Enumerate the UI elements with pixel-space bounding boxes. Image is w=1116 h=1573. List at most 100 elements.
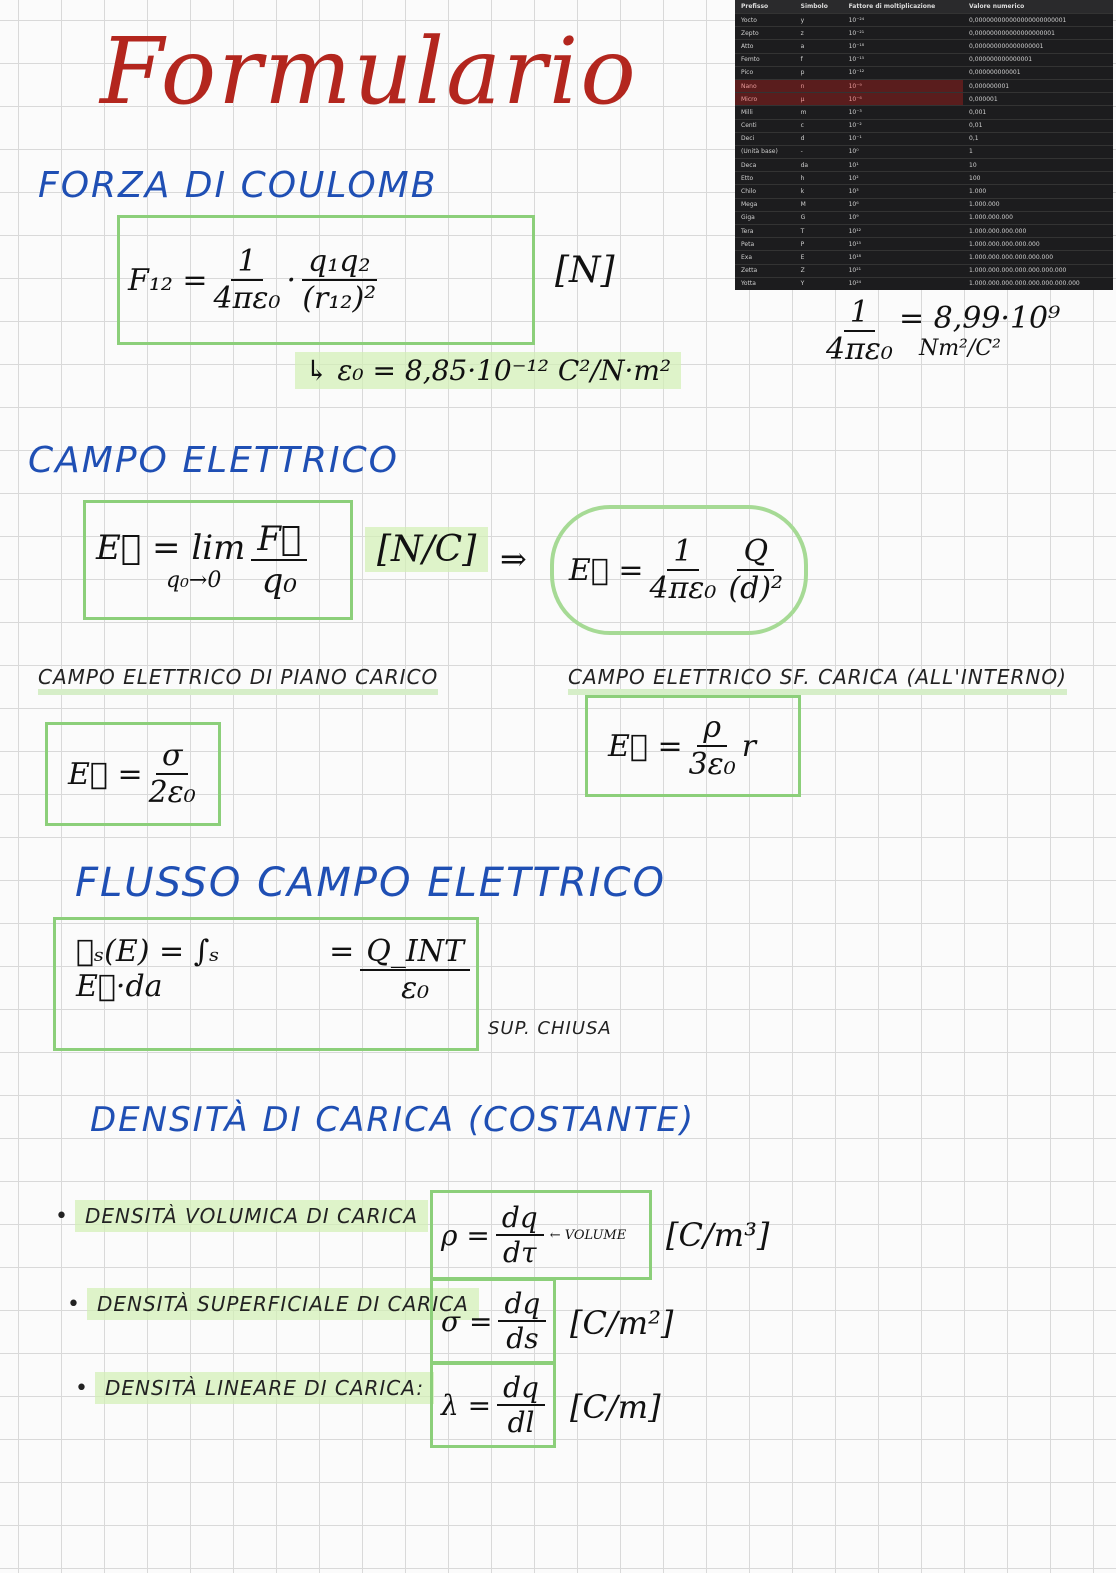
table-cell: Tera xyxy=(735,223,795,238)
equals: = xyxy=(329,934,355,969)
table-cell: 10¹⁵ xyxy=(842,237,964,251)
volume-note: ← VOLUME xyxy=(549,1227,627,1243)
table-cell: 0,1 xyxy=(963,131,1113,146)
denominator: ε₀ xyxy=(401,971,430,1006)
denominator: (r₁₂)² xyxy=(302,281,377,316)
numerator: dq xyxy=(497,1371,545,1406)
table-cell: 10²¹ xyxy=(842,263,964,278)
numerator: σ xyxy=(155,738,189,775)
table-cell: 1.000.000.000.000.000.000.000 xyxy=(963,263,1113,278)
formula-lhs: ∮ₛ(E) = ∫ₛ E⃗·da xyxy=(76,934,220,1004)
table-cell: 1.000 xyxy=(963,184,1113,199)
list-item: • DENSITÀ LINEARE DI CARICA: xyxy=(75,1372,435,1404)
denominator: dl xyxy=(507,1406,535,1439)
table-cell: 10⁻⁹ xyxy=(842,78,964,93)
denominator: dτ xyxy=(503,1236,537,1269)
denominator: 4πε₀ xyxy=(213,281,281,316)
epsilon-zero: ↳ ε₀ = 8,85·10⁻¹² C²/N·m² xyxy=(295,352,682,389)
numerator: 1 xyxy=(843,295,876,332)
table-cell: Etto xyxy=(735,171,795,185)
table-cell: 10⁻¹ xyxy=(842,131,964,146)
table-cell: Zepto xyxy=(735,26,795,40)
table-cell: 1 xyxy=(963,144,1113,159)
table-header: Fattore di moltiplicazione xyxy=(842,0,964,14)
density-label: DENSITÀ LINEARE DI CARICA: xyxy=(94,1372,435,1404)
table-cell: P xyxy=(794,237,843,251)
table-cell: Deca xyxy=(735,158,795,172)
table-cell: 10¹⁸ xyxy=(842,250,964,265)
table-cell: Micro xyxy=(735,92,795,106)
table-cell: Milli xyxy=(735,105,795,119)
table-cell: 0,000000000000001 xyxy=(963,52,1113,67)
denominator: 2ε₀ xyxy=(148,775,196,810)
table-cell: 10⁻³ xyxy=(842,105,964,119)
table-cell: 1.000.000.000.000.000 xyxy=(963,237,1113,251)
numerator: F⃗ xyxy=(251,519,308,561)
list-item: • DENSITÀ SUPERFICIALE DI CARICA xyxy=(67,1288,479,1320)
denominator: 4πε₀ xyxy=(649,571,717,606)
limit-subscript: q₀→0 xyxy=(166,567,222,593)
table-cell: 1.000.000.000.000.000.000.000.000 xyxy=(963,276,1113,290)
heading-sfera: CAMPO ELETTRICO SF. CARICA (ALL'INTERNO) xyxy=(568,665,1067,695)
density-label: DENSITÀ VOLUMICA DI CARICA xyxy=(74,1200,429,1232)
table-cell: Femto xyxy=(735,52,795,67)
table-cell: p xyxy=(794,65,843,80)
table-cell: 0,000000000001 xyxy=(963,65,1113,80)
formula-lhs: E⃗ = xyxy=(568,552,644,588)
formula-lhs: σ = xyxy=(441,1304,493,1338)
table-cell: 0,000000000000000001 xyxy=(963,39,1113,54)
k-unit: Nm²/C² xyxy=(918,336,1001,361)
table-cell: d xyxy=(794,131,843,146)
table-cell: E xyxy=(794,250,843,265)
table-cell: Z xyxy=(794,263,843,278)
formula-lhs: E⃗ = xyxy=(608,728,683,764)
table-cell: 1.000.000.000.000 xyxy=(963,223,1113,238)
table-cell: 10⁹ xyxy=(842,210,964,225)
table-cell: k xyxy=(794,184,843,199)
table-cell: Nano xyxy=(735,78,795,93)
table-cell: Centi xyxy=(735,118,795,133)
table-cell: 10⁻²¹ xyxy=(842,26,964,40)
density-unit: [C/m] xyxy=(570,1388,661,1426)
table-cell: Pico xyxy=(735,65,795,80)
table-cell: 10 xyxy=(963,158,1113,172)
formula-lhs: λ = xyxy=(441,1388,492,1422)
table-header: Valore numerico xyxy=(963,0,1113,14)
implies-arrow: ⇒ xyxy=(500,540,527,578)
heading-flusso: FLUSSO CAMPO ELETTRICO xyxy=(75,860,666,906)
table-cell: 1.000.000.000.000.000.000 xyxy=(963,250,1113,265)
table-cell: 10⁻¹⁵ xyxy=(842,52,964,67)
table-cell: Yotta xyxy=(735,276,795,290)
table-cell: Chilo xyxy=(735,184,795,199)
density-unit: [C/m²] xyxy=(570,1304,674,1342)
numerator: 1 xyxy=(231,244,263,281)
table-cell: Mega xyxy=(735,197,795,212)
table-cell: 0,000000000000000000000001 xyxy=(963,12,1113,27)
table-cell: 0,000000000000000000001 xyxy=(963,26,1113,40)
denominator: 4πε₀ xyxy=(826,332,893,367)
table-cell: - xyxy=(794,144,843,159)
table-cell: h xyxy=(794,171,843,185)
table-cell: Giga xyxy=(735,210,795,225)
table-cell: Exa xyxy=(735,250,795,265)
table-cell: Yocto xyxy=(735,12,795,27)
k-value: = 8,99·10⁹ xyxy=(898,301,1061,336)
table-cell: Y xyxy=(794,276,843,290)
formula-lhs: ρ = xyxy=(441,1218,490,1252)
